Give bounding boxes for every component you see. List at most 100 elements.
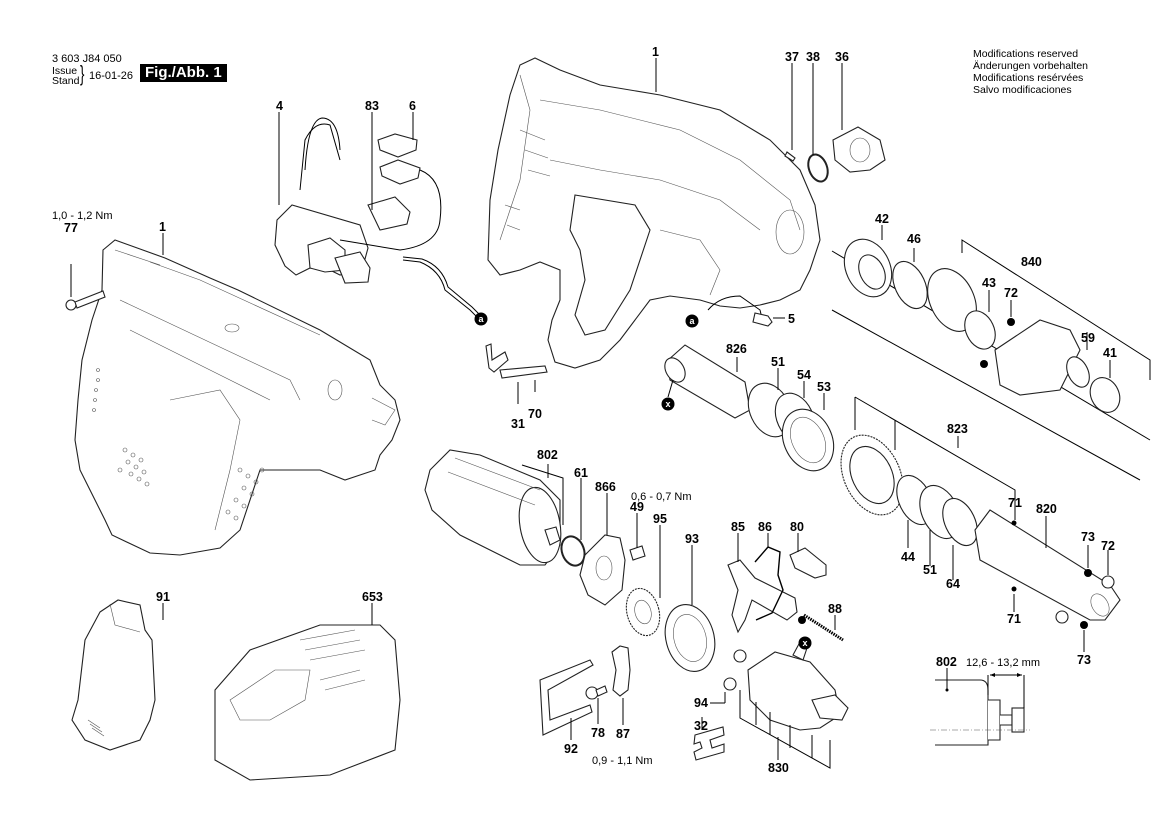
- leader-lines: [70, 58, 1111, 760]
- part-label-61: 61: [574, 466, 588, 480]
- part-label-64: 64: [946, 577, 960, 591]
- part-label-802: 802: [537, 448, 558, 462]
- washer-32: [693, 726, 725, 761]
- planet-gear-95: [625, 587, 661, 637]
- part-label-51-top: 51: [771, 355, 785, 369]
- pin-70: [499, 365, 548, 379]
- part-label-78: 78: [591, 726, 605, 740]
- part-label-85: 85: [731, 520, 745, 534]
- charger-653: [214, 624, 401, 781]
- part-label-93: 93: [685, 532, 699, 546]
- svg-text:a: a: [478, 314, 484, 324]
- spindle-820: [974, 509, 1121, 629]
- part-label-5: 5: [788, 312, 795, 326]
- part-label-46: 46: [907, 232, 921, 246]
- housing-half-right: [487, 57, 821, 369]
- part-label-59: 59: [1081, 331, 1095, 345]
- part-label-830: 830: [768, 761, 789, 775]
- part-label-823: 823: [947, 422, 968, 436]
- part-label-91: 91: [156, 590, 170, 604]
- part-label-37: 37: [785, 50, 799, 64]
- part-label-72-bottom: 72: [1101, 539, 1115, 553]
- part-label-653: 653: [362, 590, 383, 604]
- issue-label: Issue: [52, 65, 78, 77]
- part-label-826: 826: [726, 342, 747, 356]
- part-label-840: 840: [1021, 255, 1042, 269]
- battery-91: [71, 599, 156, 751]
- document-number: 3 603 J84 050: [52, 53, 122, 65]
- spindle-sleeve-826: [664, 344, 751, 419]
- grip-texture-dots: [92, 368, 265, 521]
- tool-holder-assembly: [831, 238, 1151, 481]
- notice-line-en: Modifications reserved: [973, 48, 1079, 60]
- part-label-41: 41: [1103, 346, 1117, 360]
- part-label-4: 4: [276, 99, 283, 113]
- issue-date: 16-01-26: [89, 70, 134, 82]
- connector-mark-a-right: a: [685, 314, 699, 328]
- part-label-42: 42: [875, 212, 889, 226]
- part-label-94: 94: [694, 696, 708, 710]
- notice-line-de: Änderungen vorbehalten: [973, 60, 1089, 72]
- connector-mark-a-left: a: [474, 312, 488, 326]
- stand-label: Stand: [52, 75, 80, 87]
- part-label-95: 95: [653, 512, 667, 526]
- part-label-71-top: 71: [1008, 496, 1022, 510]
- part-label-6: 6: [409, 99, 416, 113]
- part-label-83: 83: [365, 99, 379, 113]
- slider-80: [789, 547, 827, 579]
- bracket-92: [539, 659, 594, 736]
- motor-802: [424, 449, 564, 566]
- part-label-38: 38: [806, 50, 820, 64]
- lever-87: [611, 645, 631, 697]
- motor-dimension-inset: [930, 673, 1030, 746]
- notice-line-es: Salvo modificaciones: [973, 84, 1072, 96]
- ring-gear-93: [664, 604, 716, 672]
- screw-49: [629, 545, 646, 561]
- part-label-1-left: 1: [159, 220, 166, 234]
- part-label-31: 31: [511, 417, 525, 431]
- part-label-820: 820: [1036, 502, 1057, 516]
- pin-37: [784, 151, 796, 162]
- part-label-71-bottom: 71: [1007, 612, 1021, 626]
- torque-spec-78: 0,9 - 1,1 Nm: [592, 755, 653, 767]
- part-label-87: 87: [616, 727, 630, 741]
- part-label-73-top: 73: [1081, 530, 1095, 544]
- screw-78: [585, 685, 608, 700]
- housing-half-left: [74, 239, 401, 556]
- gear-assembly-830: [723, 641, 849, 769]
- notice-line-fr: Modifications resérvées: [973, 72, 1084, 84]
- part-label-51-bottom: 51: [923, 563, 937, 577]
- svg-text:x: x: [665, 399, 670, 409]
- part-label-54: 54: [797, 368, 811, 382]
- gear-housing-866: [579, 534, 626, 606]
- issue-labels: Issue Stand: [52, 65, 80, 87]
- part-label-49: 49: [630, 500, 644, 514]
- switch-electronics: [274, 117, 481, 319]
- part-label-1-right: 1: [652, 45, 659, 59]
- plug-5: [752, 312, 773, 327]
- part-label-32: 32: [694, 719, 708, 733]
- part-label-80: 80: [790, 520, 804, 534]
- torque-spec-49: 0,6 - 0,7 Nm: [631, 491, 692, 503]
- part-label-72-top: 72: [1004, 286, 1018, 300]
- clutch-ring-53: [781, 408, 835, 472]
- part-label-70: 70: [528, 407, 542, 421]
- dimension-range: 12,6 - 13,2 mm: [966, 657, 1040, 669]
- figure-label: Fig./Abb. 1: [140, 64, 227, 82]
- torque-spec-77: 1,0 - 1,2 Nm: [52, 210, 113, 222]
- svg-text:x: x: [802, 638, 807, 648]
- part-label-53: 53: [817, 380, 831, 394]
- o-ring-61: [560, 535, 586, 567]
- connector-mark-x-bottom: x: [798, 636, 812, 650]
- bearing-36: [832, 126, 886, 173]
- part-label-86: 86: [758, 520, 772, 534]
- part-label-88: 88: [828, 602, 842, 616]
- brace-glyph: }: [80, 61, 85, 86]
- part-label-866: 866: [595, 480, 616, 494]
- screw-77: [65, 290, 106, 311]
- part-label-36: 36: [835, 50, 849, 64]
- lever-31: [485, 343, 509, 373]
- dimension-part-label: 802: [936, 655, 957, 669]
